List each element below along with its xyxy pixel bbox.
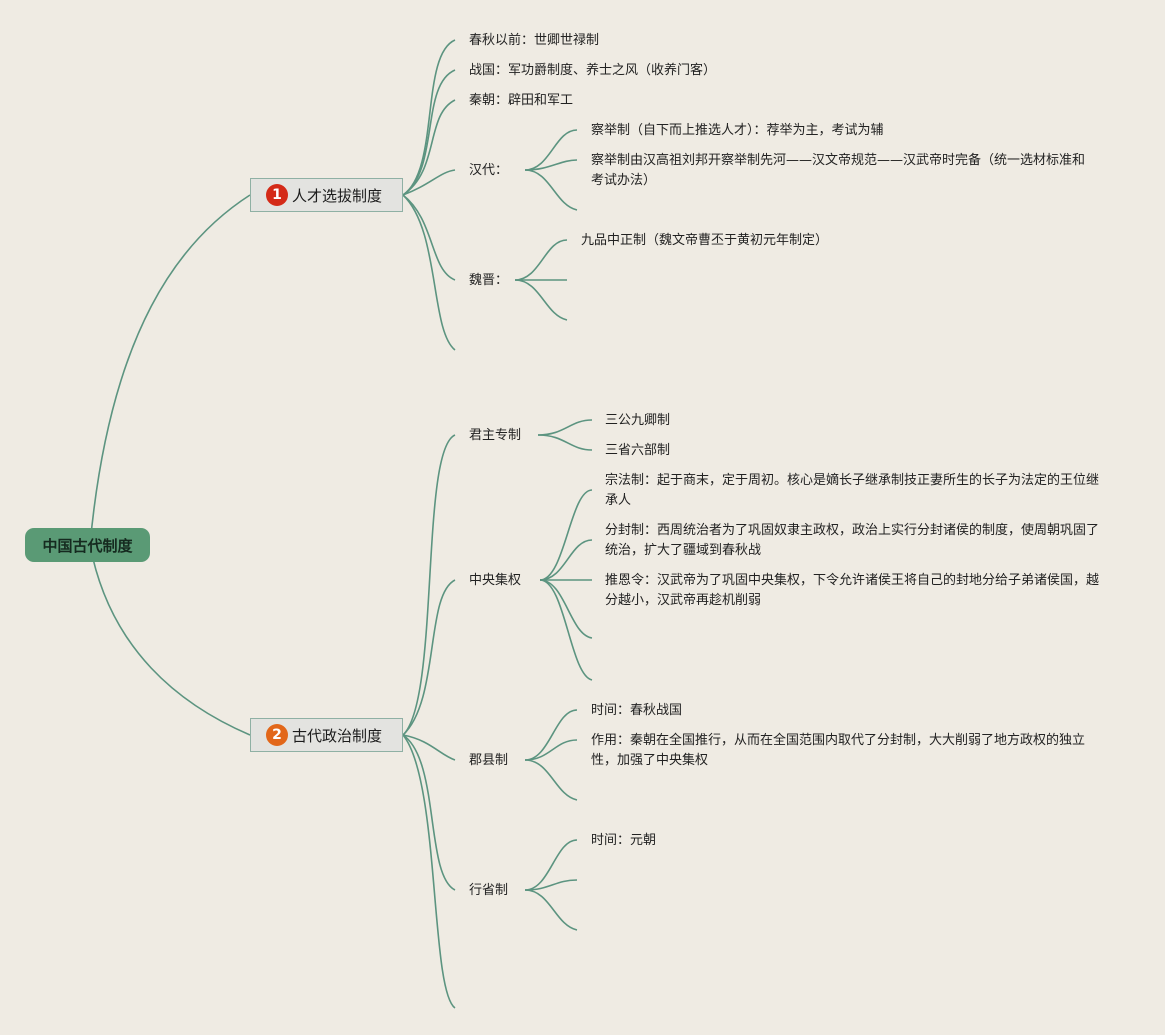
branch-talent-selection[interactable]: 1 人才选拔制度: [250, 178, 403, 212]
root-label: 中国古代制度: [42, 536, 133, 555]
topic-weijin[interactable]: 魏晋：: [469, 273, 509, 288]
topic-qin[interactable]: 秦朝：辟田和军工: [469, 93, 574, 108]
subtopic-junxian-time[interactable]: 时间：春秋战国: [591, 703, 683, 718]
branch-label: 人才选拔制度: [292, 186, 383, 205]
subtopic-sangong[interactable]: 三公九卿制: [605, 413, 671, 428]
topic-han[interactable]: 汉代：: [469, 163, 509, 178]
branch-political-system[interactable]: 2 古代政治制度: [250, 718, 403, 752]
topic-chunqiu[interactable]: 春秋以前：世卿世禄制: [469, 33, 600, 48]
topic-zhanguo[interactable]: 战国：军功爵制度、养士之风（收养门客）: [469, 63, 717, 78]
subtopic-han-chaju[interactable]: 察举制（自下而上推选人才）：荐举为主，考试为辅: [591, 123, 884, 138]
number-badge-1: 1: [266, 184, 288, 206]
subtopic-zongfa[interactable]: 宗法制：起于商末，定于周初。核心是嫡长子继承制技正妻所生的长子为法定的王位继承人: [605, 473, 1100, 508]
subtopic-fenfeng[interactable]: 分封制：西周统治者为了巩固奴隶主政权，政治上实行分封诸侯的制度，使周朝巩固了统治…: [605, 523, 1100, 558]
subtopic-sansheng[interactable]: 三省六部制: [605, 443, 671, 458]
subtopic-tuien[interactable]: 推恩令：汉武帝为了巩固中央集权，下令允许诸侯王将自己的封地分给子弟诸侯国，越分越…: [605, 573, 1100, 608]
topic-junxian[interactable]: 郡县制: [469, 753, 509, 768]
topic-zhongyang[interactable]: 中央集权: [469, 573, 522, 588]
subtopic-jiupin[interactable]: 九品中正制（魏文帝曹丕于黄初元年制定）: [581, 233, 829, 248]
number-badge-2: 2: [266, 724, 288, 746]
topic-junzhu[interactable]: 君主专制: [469, 428, 522, 443]
topic-xingsheng[interactable]: 行省制: [469, 883, 509, 898]
branch-label: 古代政治制度: [292, 726, 383, 745]
subtopic-junxian-effect[interactable]: 作用：秦朝在全国推行，从而在全国范围内取代了分封制，大大削弱了地方政权的独立性，…: [591, 733, 1086, 768]
root-node[interactable]: 中国古代制度: [25, 528, 150, 562]
subtopic-xingsheng-time[interactable]: 时间：元朝: [591, 833, 657, 848]
subtopic-han-history[interactable]: 察举制由汉高祖刘邦开察举制先河——汉文帝规范——汉武帝时完备（统一选材标准和考试…: [591, 153, 1086, 188]
